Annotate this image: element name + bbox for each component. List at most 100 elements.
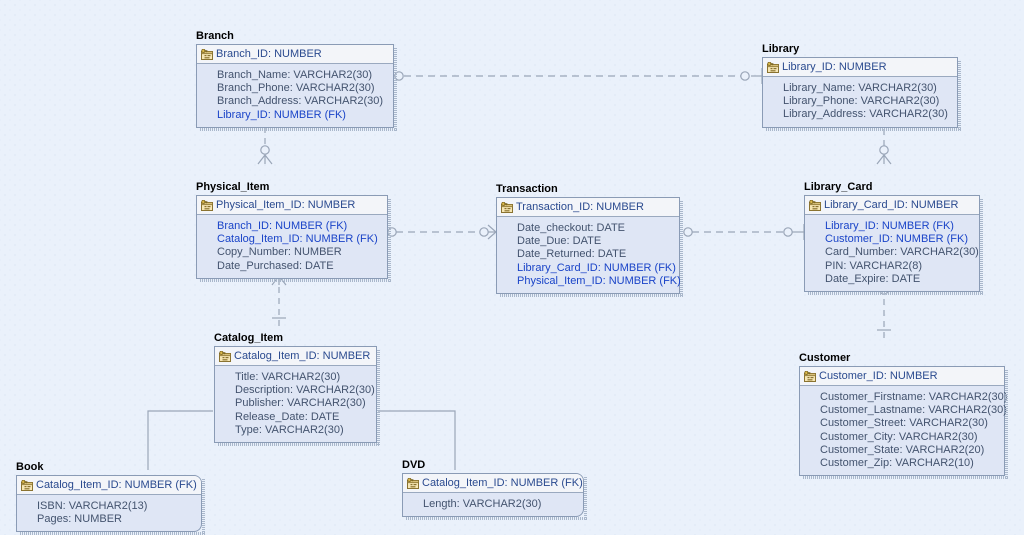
attribute-row[interactable]: Date_Expire: DATE bbox=[825, 272, 921, 285]
attribute-row[interactable]: Branch_Phone: VARCHAR2(30) bbox=[217, 82, 375, 95]
attribute-foreign-key[interactable]: Library_ID: NUMBER (FK) bbox=[217, 108, 346, 121]
entity-box-library_card[interactable]: Library_Card_ID: NUMBER Library_ID: NUMBE… bbox=[804, 195, 983, 296]
attribute-row[interactable]: Description: VARCHAR2(30) bbox=[235, 384, 375, 397]
attribute-row[interactable]: Library_Name: VARCHAR2(30) bbox=[783, 82, 937, 94]
primary-key-label: Catalog_Item_ID: NUMBER (FK) bbox=[422, 477, 583, 489]
entity-title-book: Book bbox=[16, 461, 44, 473]
attribute-foreign-key[interactable]: Physical_Item_ID: NUMBER (FK) bbox=[517, 274, 681, 287]
entity-box-dvd[interactable]: Catalog_Item_ID: NUMBER (FK) Length: VARC… bbox=[402, 473, 587, 521]
entity-title-transaction: Transaction bbox=[496, 183, 558, 195]
attribute-list-book: ISBN: VARCHAR2(13)Pages: NUMBER bbox=[17, 495, 201, 531]
entity-box-physical_item[interactable]: Physical_Item_ID: NUMBER Branch_ID: NUMBE… bbox=[196, 195, 391, 282]
attribute-foreign-key[interactable]: Branch_ID: NUMBER (FK) bbox=[217, 220, 348, 232]
attribute-list-customer: Customer_Firstname: VARCHAR2(30)Customer… bbox=[800, 386, 1008, 475]
entity-box-transaction[interactable]: Transaction_ID: NUMBER Date_checkout: DAT… bbox=[496, 197, 683, 298]
primary-key-label: Library_Card_ID: NUMBER bbox=[824, 199, 959, 211]
entity-title-library_card: Library_Card bbox=[804, 181, 873, 193]
entity-title-dvd: DVD bbox=[402, 459, 426, 471]
primary-key-row-physical_item[interactable]: Physical_Item_ID: NUMBER bbox=[197, 196, 387, 215]
primary-key-table-icon bbox=[407, 477, 419, 489]
primary-key-table-icon bbox=[809, 199, 821, 211]
primary-key-table-icon bbox=[201, 199, 213, 211]
attribute-row[interactable]: Date_checkout: DATE bbox=[517, 222, 626, 234]
attribute-row[interactable]: Length: VARCHAR2(30) bbox=[423, 498, 542, 510]
primary-key-row-transaction[interactable]: Transaction_ID: NUMBER bbox=[497, 198, 679, 217]
attribute-row[interactable]: Date_Purchased: DATE bbox=[217, 259, 334, 272]
attribute-foreign-key[interactable]: Customer_ID: NUMBER (FK) bbox=[825, 233, 969, 246]
primary-key-table-icon bbox=[767, 61, 779, 73]
primary-key-row-book[interactable]: Catalog_Item_ID: NUMBER (FK) bbox=[17, 476, 201, 495]
entity-title-branch: Branch bbox=[196, 30, 234, 42]
attribute-row[interactable]: Customer_Lastname: VARCHAR2(30) bbox=[820, 404, 1007, 417]
entity-box-branch[interactable]: Branch_ID: NUMBER Branch_Name: VARCHAR2(3… bbox=[196, 44, 397, 131]
attribute-foreign-key[interactable]: Library_ID: NUMBER (FK) bbox=[825, 220, 954, 232]
attribute-list-catalog_item: Title: VARCHAR2(30)Description: VARCHAR2… bbox=[215, 366, 376, 442]
attribute-foreign-key[interactable]: Catalog_Item_ID: NUMBER (FK) bbox=[217, 233, 378, 246]
attribute-row[interactable]: ISBN: VARCHAR2(13) bbox=[37, 500, 148, 512]
attribute-list-branch: Branch_Name: VARCHAR2(30)Branch_Phone: V… bbox=[197, 64, 393, 127]
attribute-row[interactable]: Release_Date: DATE bbox=[235, 410, 340, 423]
primary-key-table-icon bbox=[804, 370, 816, 382]
entity-dvd[interactable]: DVD Catalog_Item_ID: NUMBER (FK) Length: V… bbox=[402, 459, 587, 521]
attribute-list-physical_item: Branch_ID: NUMBER (FK)Catalog_Item_ID: N… bbox=[197, 215, 387, 278]
primary-key-table-icon bbox=[201, 48, 213, 60]
attribute-row[interactable]: Pages: NUMBER bbox=[37, 513, 122, 526]
attribute-row[interactable]: Branch_Address: VARCHAR2(30) bbox=[217, 95, 384, 108]
primary-key-label: Branch_ID: NUMBER bbox=[216, 48, 322, 60]
attribute-list-library: Library_Name: VARCHAR2(30)Library_Phone:… bbox=[763, 77, 957, 127]
primary-key-label: Library_ID: NUMBER bbox=[782, 61, 887, 73]
relationship-branch-library bbox=[394, 68, 763, 84]
primary-key-row-branch[interactable]: Branch_ID: NUMBER bbox=[197, 45, 393, 64]
attribute-row[interactable]: Publisher: VARCHAR2(30) bbox=[235, 397, 366, 410]
primary-key-label: Customer_ID: NUMBER bbox=[819, 370, 938, 382]
entity-title-catalog_item: Catalog_Item bbox=[214, 332, 284, 344]
primary-key-label: Catalog_Item_ID: NUMBER (FK) bbox=[36, 479, 197, 491]
attribute-foreign-key[interactable]: Library_Card_ID: NUMBER (FK) bbox=[517, 261, 676, 274]
primary-key-row-library_card[interactable]: Library_Card_ID: NUMBER bbox=[805, 196, 979, 215]
attribute-list-dvd: Length: VARCHAR2(30) bbox=[403, 493, 583, 516]
attribute-row[interactable]: Type: VARCHAR2(30) bbox=[235, 423, 344, 436]
primary-key-label: Physical_Item_ID: NUMBER bbox=[216, 199, 356, 211]
primary-key-row-library[interactable]: Library_ID: NUMBER bbox=[763, 58, 957, 77]
attribute-row[interactable]: Card_Number: VARCHAR2(30) bbox=[825, 246, 979, 259]
attribute-row[interactable]: Customer_Firstname: VARCHAR2(30) bbox=[820, 391, 1008, 403]
attribute-row[interactable]: Library_Address: VARCHAR2(30) bbox=[783, 108, 948, 121]
primary-key-label: Transaction_ID: NUMBER bbox=[516, 201, 644, 213]
attribute-row[interactable]: Title: VARCHAR2(30) bbox=[235, 371, 341, 383]
entity-box-catalog_item[interactable]: Catalog_Item_ID: NUMBER Title: VARCHAR2(3… bbox=[214, 346, 380, 447]
entity-box-library[interactable]: Library_ID: NUMBER Library_Name: VARCHAR2… bbox=[762, 57, 961, 131]
primary-key-row-dvd[interactable]: Catalog_Item_ID: NUMBER (FK) bbox=[403, 474, 583, 493]
entity-title-library: Library bbox=[762, 43, 800, 55]
primary-key-table-icon bbox=[219, 350, 231, 362]
primary-key-label: Catalog_Item_ID: NUMBER bbox=[234, 350, 371, 362]
relationship-physical-item-transaction bbox=[387, 224, 497, 240]
attribute-row[interactable]: Date_Returned: DATE bbox=[517, 248, 627, 261]
attribute-row[interactable]: Library_Phone: VARCHAR2(30) bbox=[783, 95, 940, 108]
attribute-row[interactable]: PIN: VARCHAR2(8) bbox=[825, 259, 922, 272]
primary-key-row-catalog_item[interactable]: Catalog_Item_ID: NUMBER bbox=[215, 347, 376, 366]
entity-title-physical_item: Physical_Item bbox=[196, 181, 270, 193]
relationship-transaction-library-card bbox=[683, 224, 805, 240]
attribute-row[interactable]: Customer_Zip: VARCHAR2(10) bbox=[820, 457, 974, 470]
entity-box-customer[interactable]: Customer_ID: NUMBER Customer_Firstname: V… bbox=[799, 366, 1008, 480]
attribute-row[interactable]: Customer_State: VARCHAR2(20) bbox=[820, 443, 985, 456]
attribute-row[interactable]: Date_Due: DATE bbox=[517, 235, 602, 248]
primary-key-row-customer[interactable]: Customer_ID: NUMBER bbox=[800, 367, 1004, 386]
attribute-row[interactable]: Copy_Number: NUMBER bbox=[217, 246, 342, 259]
entity-box-book[interactable]: Catalog_Item_ID: NUMBER (FK) ISBN: VARCHA… bbox=[16, 475, 205, 535]
relationship-catalog-item-physical-item bbox=[271, 275, 287, 328]
attribute-row[interactable]: Customer_Street: VARCHAR2(30) bbox=[820, 417, 988, 430]
entity-title-customer: Customer bbox=[799, 352, 851, 364]
attribute-row[interactable]: Customer_City: VARCHAR2(30) bbox=[820, 430, 978, 443]
attribute-row[interactable]: Branch_Name: VARCHAR2(30) bbox=[217, 69, 373, 81]
